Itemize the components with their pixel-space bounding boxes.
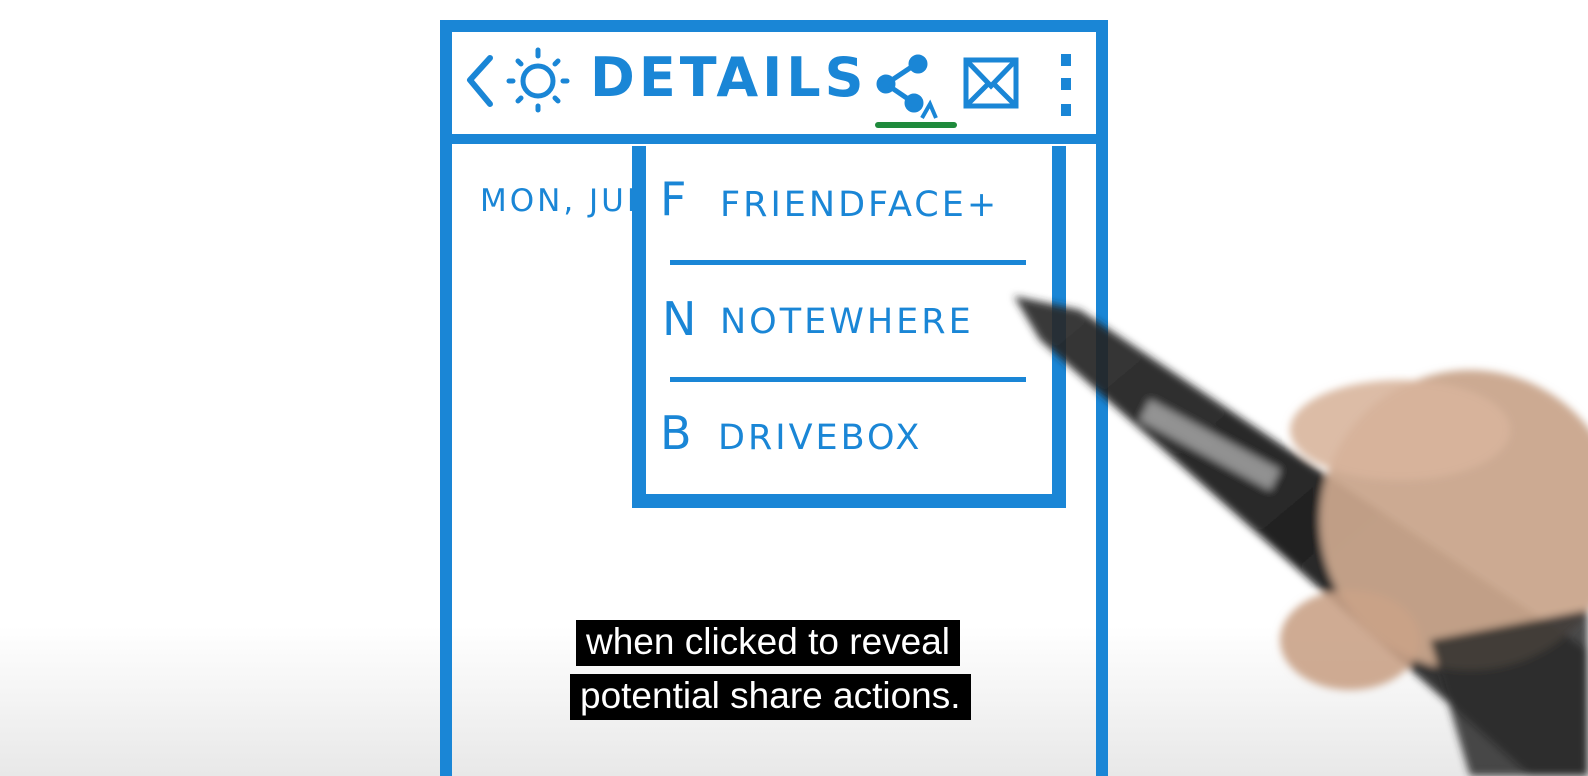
date-text: MON, JUN xyxy=(480,183,640,219)
menu-item-label: FRIENDFACE+ xyxy=(720,185,1000,225)
overflow-menu-icon[interactable] xyxy=(1061,54,1071,116)
mail-icon[interactable] xyxy=(963,57,1019,109)
menu-divider xyxy=(670,260,1026,265)
menu-item-letter: F xyxy=(660,172,687,226)
menu-item-label: NOTEWHERE xyxy=(720,302,974,342)
app-bar-divider xyxy=(440,134,1108,144)
menu-item-letter: B xyxy=(660,406,692,460)
menu-divider xyxy=(670,377,1026,382)
share-menu xyxy=(632,146,1066,508)
phone-frame xyxy=(440,20,1108,776)
caption-line-2: potential share actions. xyxy=(570,674,971,720)
sun-icon xyxy=(506,47,570,113)
menu-item-letter: N xyxy=(662,292,697,346)
share-icon[interactable] xyxy=(876,54,938,119)
page-title: DETAILS xyxy=(590,46,868,109)
back-chevron-icon[interactable] xyxy=(467,55,493,107)
caption-line-1: when clicked to reveal xyxy=(576,620,961,666)
menu-item-label: DRIVEBOX xyxy=(718,418,923,458)
